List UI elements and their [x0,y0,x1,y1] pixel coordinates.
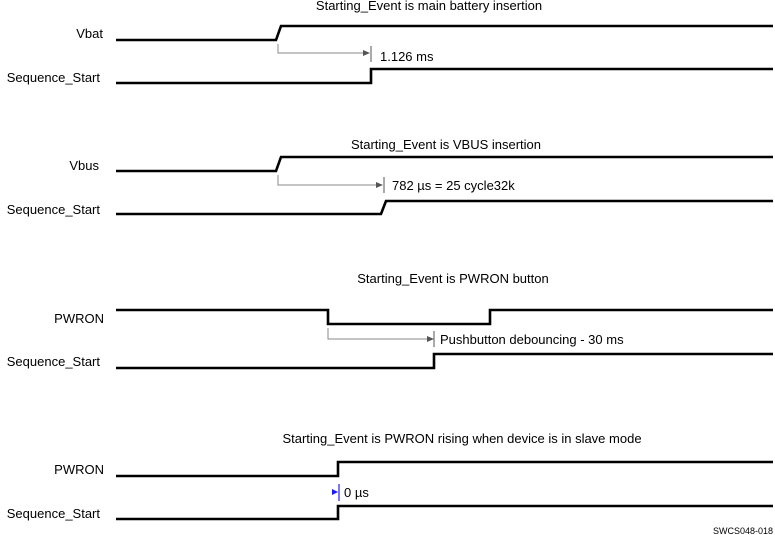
signal-label-vbat: Vbat [76,26,103,41]
signal-label-pwron: PWRON [54,462,104,477]
waveform-sequence-start [116,504,773,521]
panel-pwron-button: Starting_Event is PWRON button PWRON Pus… [7,271,773,370]
waveform-pwron [116,460,773,478]
arrowhead-icon [332,489,338,495]
signal-label-vbus: Vbus [69,158,99,173]
arrowhead-icon [427,336,434,342]
panel-vbus-insertion: Starting_Event is VBUS insertion Vbus 78… [7,137,773,217]
signal-label-sequence-start: Sequence_Start [7,202,101,217]
delay-label: 0 µs [344,485,369,500]
delay-dimension-line [327,328,430,340]
signal-label-pwron: PWRON [54,311,104,326]
waveform-sequence-start [116,352,773,370]
waveform-vbus [116,155,773,173]
panel-title: Starting_Event is PWRON rising when devi… [282,431,641,446]
arrowhead-icon [376,182,383,188]
delay-label: Pushbutton debouncing - 30 ms [440,332,624,347]
signal-label-sequence-start: Sequence_Start [7,354,101,369]
panel-battery-insertion: Starting_Event is main battery insertion… [7,0,773,85]
figure-id: SWCS048-018 [713,526,773,535]
arrowhead-icon [363,50,370,56]
signal-label-sequence-start: Sequence_Start [7,506,101,521]
waveform-sequence-start [116,199,773,216]
waveform-pwron [116,308,773,326]
panel-pwron-slave-mode: Starting_Event is PWRON rising when devi… [7,431,773,521]
waveform-vbat [116,24,773,42]
panel-title: Starting_Event is PWRON button [357,271,548,286]
panel-title: Starting_Event is VBUS insertion [351,137,541,152]
delay-dimension-line [277,175,379,186]
delay-label: 1.126 ms [380,49,434,64]
waveform-sequence-start [116,67,773,85]
signal-label-sequence-start: Sequence_Start [7,70,101,85]
delay-dimension-line [277,44,366,54]
panel-title: Starting_Event is main battery insertion [316,0,542,13]
delay-label: 782 µs = 25 cycle32k [392,178,515,193]
